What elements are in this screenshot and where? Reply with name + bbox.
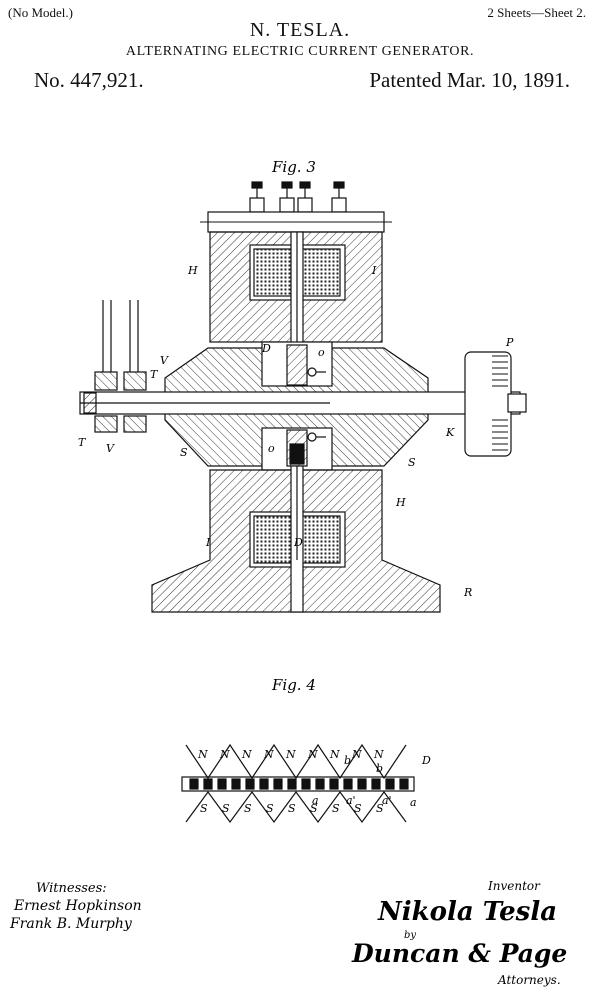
fig3-label: Fig. 3 — [271, 158, 316, 176]
fig3-label-h-left: H — [187, 264, 198, 277]
witness-2-signature: Frank B. Murphy — [9, 916, 133, 932]
fig4-s-label: S — [332, 802, 340, 815]
patent-date: Patented Mar. 10, 1891. — [369, 68, 570, 92]
fig4-label-a2: a — [410, 796, 417, 809]
fig3-label-t-small: T — [150, 368, 159, 381]
fig3-label-k: K — [445, 426, 455, 439]
fig4-s-label: S — [222, 802, 230, 815]
sheet-number: 2 Sheets—Sheet 2. — [487, 5, 586, 20]
fig4-label-b: b — [344, 754, 351, 767]
fig3-label-s-left: S — [180, 446, 188, 459]
inventor-label: Inventor — [487, 879, 541, 893]
fig3-label-o-lower: o — [268, 442, 275, 455]
fig4-s-labels: S S S S S S S S S — [200, 802, 384, 815]
fig3-label-d-upper: D — [261, 342, 271, 355]
fig4-n-label: N — [285, 748, 296, 761]
attorneys-signature: Duncan & Page — [351, 939, 567, 968]
fig4-label-b2: b — [376, 762, 383, 775]
fig4-drawing — [181, 743, 415, 824]
fig3-label-d-lower: D — [293, 536, 303, 549]
fig4-label-a-prime-2: a' — [382, 794, 392, 807]
fig4-n-label: N — [307, 748, 318, 761]
fig4-n-label: N — [241, 748, 252, 761]
fig4-n-label: N — [197, 748, 208, 761]
fig3-label-p: P — [505, 336, 514, 349]
by-label: by — [404, 930, 416, 941]
fig4-label-a: a — [312, 794, 319, 807]
terminals — [249, 181, 347, 213]
fig3-label-i-right: I — [371, 264, 377, 277]
fig4-s-label: S — [266, 802, 274, 815]
inventor-signature: Nikola Tesla — [377, 897, 557, 927]
fig4-s-label: S — [200, 802, 208, 815]
fig3-label-s-right: S — [408, 456, 416, 469]
fig4-s-label: S — [354, 802, 362, 815]
witnesses-label: Witnesses: — [36, 881, 107, 896]
fig4-n-label: N — [351, 748, 362, 761]
fig3-drawing — [79, 181, 527, 613]
fig4-n-label: N — [263, 748, 274, 761]
fig4-label-d: D — [421, 754, 431, 767]
model-note: (No Model.) — [8, 5, 73, 20]
fig4-n-label: N — [219, 748, 230, 761]
fig4-label-a-prime: a' — [346, 794, 356, 807]
fig4-label: Fig. 4 — [271, 676, 316, 694]
fig3-label-v: V — [160, 354, 169, 367]
fig4-s-label: S — [376, 802, 384, 815]
attorneys-label: Attorneys. — [497, 973, 561, 987]
fig4-s-label: S — [288, 802, 296, 815]
fig4-n-labels: N N N N N N N N N — [197, 748, 384, 761]
fig3-label-r: R — [463, 586, 472, 599]
fig4-n-label: N — [373, 748, 384, 761]
fig3-label-t: T — [78, 436, 87, 449]
patent-title: ALTERNATING ELECTRIC CURRENT GENERATOR. — [125, 44, 475, 59]
fig3-label-h-right: H — [395, 496, 406, 509]
fig4-n-label: N — [329, 748, 340, 761]
fig3-label-i-left: I — [205, 536, 211, 549]
patent-number: No. 447,921. — [34, 68, 144, 92]
fig4-s-label: S — [310, 802, 318, 815]
witness-1-signature: Ernest Hopkinson — [13, 898, 142, 914]
inventor-name: N. TESLA. — [249, 19, 351, 41]
fig3-label-o-upper: o — [318, 346, 325, 359]
fig3-label-v-lower: V — [106, 442, 115, 455]
fig4-s-label: S — [244, 802, 252, 815]
